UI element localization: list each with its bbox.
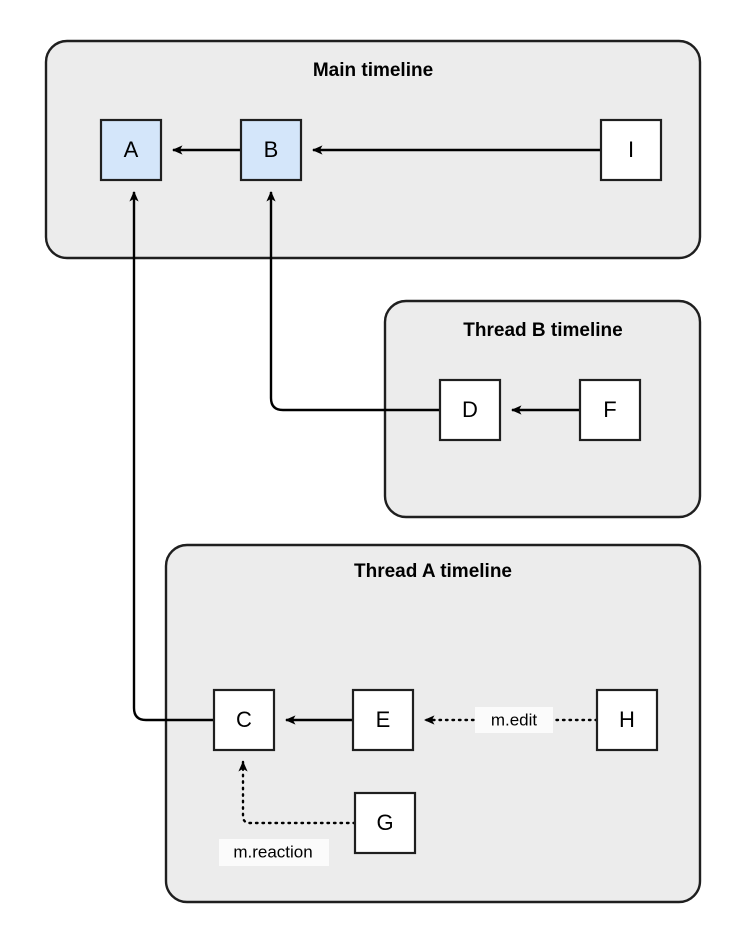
edge-g-to-c[interactable] [238, 760, 357, 825]
edge-c-to-a[interactable] [129, 191, 214, 722]
node-e[interactable]: E [351, 688, 415, 752]
node-f[interactable]: F [578, 378, 642, 442]
node-h-rect [595, 688, 659, 752]
node-g-label: G [376, 810, 393, 835]
node-f-rect [578, 378, 642, 442]
node-b[interactable]: B [239, 118, 303, 182]
node-f-label: F [603, 397, 616, 422]
node-c-label: C [236, 707, 252, 732]
node-d-label: D [462, 397, 478, 422]
edge-d-to-b[interactable] [266, 191, 440, 412]
node-i-rect [599, 118, 663, 182]
node-b-label: B [264, 137, 279, 162]
node-a[interactable]: A [99, 118, 163, 182]
node-c-rect [212, 688, 276, 752]
node-i[interactable]: I [599, 118, 663, 182]
group-main-timeline-title: Main timeline [313, 60, 433, 81]
node-h-label: H [619, 707, 635, 732]
edge-label-m-reaction-text: m.reaction [233, 842, 312, 861]
node-a-rect [99, 118, 163, 182]
node-e-label: E [376, 707, 391, 732]
edge-label-m-edit: m.edit [475, 707, 553, 733]
node-a-label: A [124, 137, 139, 162]
edge-label-m-edit-text: m.edit [491, 710, 538, 729]
node-i-label: I [628, 137, 634, 162]
group-thread-a-timeline-title: Thread A timeline [354, 561, 512, 582]
node-d-rect [438, 378, 502, 442]
node-g-rect [353, 791, 417, 855]
edge-label-m-reaction-bg [219, 839, 329, 866]
edge-label-m-reaction: m.reaction [219, 839, 329, 866]
node-g[interactable]: G [353, 791, 417, 855]
node-e-rect [351, 688, 415, 752]
node-b-rect [239, 118, 303, 182]
group-thread-b-timeline-title: Thread B timeline [463, 320, 622, 341]
edge-label-m-edit-bg [475, 707, 553, 733]
node-d[interactable]: D [438, 378, 502, 442]
node-c[interactable]: C [212, 688, 276, 752]
node-h[interactable]: H [595, 688, 659, 752]
